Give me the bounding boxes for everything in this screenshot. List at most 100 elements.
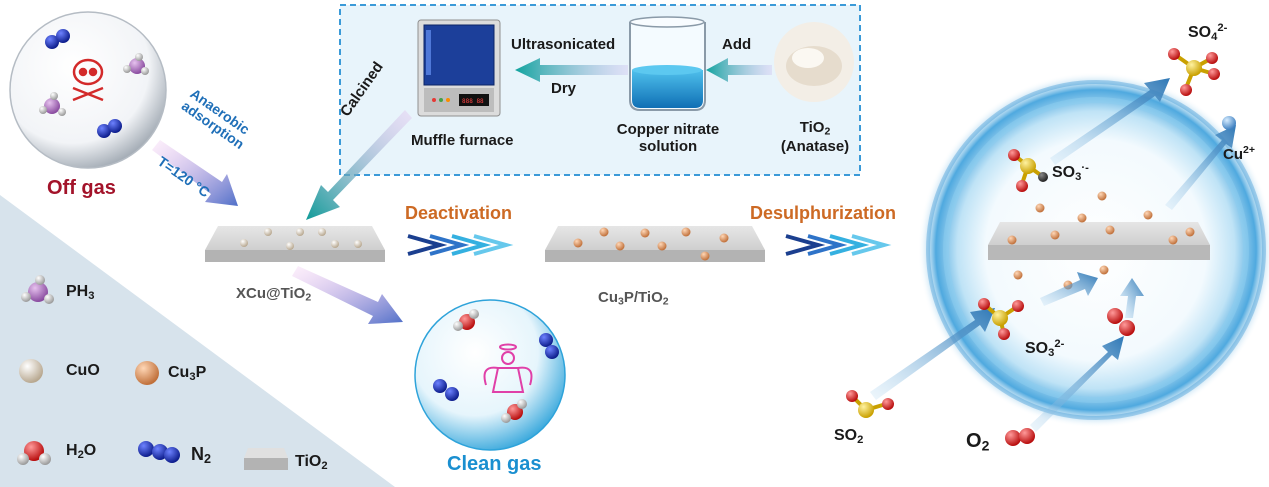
n2-molecule [539, 333, 559, 359]
cu2-label: Cu2+ [1223, 144, 1255, 163]
ph3-subscript: 3 [88, 289, 95, 302]
n2-subscript: 2 [204, 452, 212, 467]
legend-background [0, 195, 395, 487]
arrow-o2-in [1030, 336, 1124, 432]
legend-tio2-label: TiO2 [295, 453, 328, 473]
cu3p-tio2-slab [545, 226, 765, 262]
arrow-o2-up [1120, 278, 1144, 318]
so4-subscript: 4 [1211, 30, 1218, 43]
cu3p-tio2-label: Cu3P/TiO2 [598, 289, 669, 308]
arrow-so4-out [1050, 78, 1170, 165]
n2-molecule [97, 119, 122, 138]
n2-molecule [45, 29, 70, 49]
legend-cuo-icon [19, 359, 43, 383]
o2-text: O [966, 430, 982, 452]
clean-gas-sphere [414, 299, 566, 451]
legend-cu3p-label: Cu3P [168, 364, 206, 384]
tio2-anatase-label: TiO2 (Anatase) [770, 119, 860, 155]
cu3p-legend-subscript: 3 [189, 370, 196, 383]
off-gas-label: Off gas [47, 177, 116, 199]
arrow-adsorption [152, 140, 238, 206]
so3-radical-molecule [1008, 149, 1048, 192]
tio2-legend-text: TiO [295, 453, 322, 470]
tio2-powder-icon [774, 22, 854, 102]
so2-molecule [846, 390, 894, 418]
cu3p-text-a: Cu [598, 289, 618, 306]
xcu-tio2-label: XCu@TiO2 [236, 285, 311, 304]
chevrons-desulphurization [785, 234, 892, 256]
clean-gas-label: Clean gas [447, 453, 542, 475]
legend-h2o-icon [17, 441, 51, 465]
legend-cu3p-icon [135, 361, 159, 385]
tio2-legend-subscript: 2 [321, 459, 328, 472]
add-label: Add [722, 36, 752, 53]
so4-molecule [1168, 48, 1220, 96]
dry-label: Dry [551, 80, 577, 97]
xcu-tio2-subscript: 2 [305, 291, 312, 304]
tio2-phase: (Anatase) [780, 137, 850, 155]
legend-tio2-icon [244, 448, 288, 470]
copper-nitrate-label-line1: Copper nitrate [616, 121, 720, 138]
cu3p-legend-text-a: Cu [168, 364, 190, 381]
h2o-text-b: O [83, 442, 97, 459]
chevrons-deactivation [407, 234, 514, 256]
beaker-icon [629, 16, 706, 111]
so4-superscript: 2- [1217, 22, 1228, 34]
tio2-formula: TiO2 [770, 119, 860, 138]
so3-ion-label: SO32- [1025, 338, 1064, 360]
off-gas-sphere [9, 11, 167, 169]
so4-label: SO42- [1188, 22, 1227, 44]
arrow-cu2-out [1165, 125, 1236, 210]
o2-label: O2 [966, 430, 989, 454]
cu3p-subscript-a: 3 [618, 295, 624, 308]
so3-ion-molecule [978, 298, 1024, 340]
h2o-molecule [501, 399, 527, 423]
so3-radical-superscript: ·- [1081, 162, 1089, 174]
cu2-text: Cu [1223, 145, 1243, 163]
arrow-add [706, 58, 772, 82]
arrow-so3-up [1040, 272, 1098, 306]
ph3-molecule [39, 92, 66, 116]
angel-icon [483, 343, 533, 393]
so3-radical-subscript: 3 [1075, 170, 1082, 183]
so3-radical-label: SO3·- [1052, 162, 1089, 184]
h2o-subscript: 2 [77, 448, 84, 461]
legend-n2-label: N2 [191, 444, 211, 467]
arrow-calcined [306, 110, 412, 220]
skull-crossbones-icon [72, 58, 104, 102]
xcu-tio2-text: XCu@TiO [236, 285, 306, 302]
arrow-to-clean-gas [292, 266, 403, 324]
legend-cuo-label: CuO [66, 362, 100, 379]
n2-text: N [191, 444, 204, 464]
cu3p-text-b: P/TiO [623, 289, 663, 306]
muffle-furnace-icon: 888 88 [417, 19, 501, 117]
so2-text: SO [834, 427, 858, 444]
so3-ion-superscript: 2- [1054, 338, 1065, 350]
cu3p-subscript-b: 2 [662, 295, 669, 308]
h2o-molecule [453, 309, 479, 331]
xcu-tio2-slab [205, 226, 385, 262]
n2-molecule [433, 379, 459, 401]
deactivation-label: Deactivation [405, 203, 513, 223]
h2o-text-a: H [66, 442, 78, 459]
so3-ion-subscript: 3 [1048, 346, 1055, 359]
desulph-slab [988, 191, 1210, 290]
ph3-text: PH [66, 283, 89, 300]
desulphurization-label: Desulphurization [750, 203, 897, 223]
legend-ph3-label: PH3 [66, 283, 94, 303]
o2-molecule [1107, 308, 1135, 336]
legend-ph3-icon [21, 275, 54, 304]
cu2-ion [1222, 116, 1236, 130]
ultrasonicated-label: Ultrasonicated [511, 36, 616, 53]
arrow-so2-in [870, 308, 995, 400]
tio2-subscript: 2 [824, 125, 831, 138]
copper-nitrate-label-line2: solution [638, 138, 698, 156]
o2-molecule [1005, 428, 1035, 446]
cu2-superscript: 2+ [1243, 144, 1255, 156]
arrow-ultrasonicated [515, 58, 628, 82]
so2-subscript: 2 [857, 433, 864, 446]
so2-label: SO2 [834, 427, 863, 447]
tio2-text: TiO [799, 119, 825, 136]
